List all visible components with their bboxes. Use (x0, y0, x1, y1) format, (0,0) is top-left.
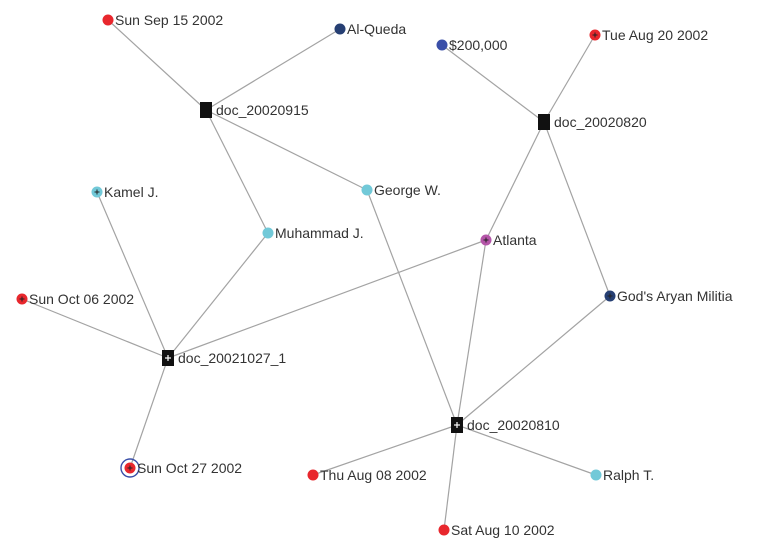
edge-doc_20021027_1-sun_oct_06 (21, 298, 169, 359)
node-ralph[interactable]: Ralph T. (590, 467, 655, 483)
node-sun_oct_06[interactable]: Sun Oct 06 2002 (16, 291, 135, 307)
node-sat_aug_10[interactable]: Sat Aug 10 2002 (438, 522, 555, 538)
edge-doc_20020820-atlanta (485, 121, 545, 241)
node-label: doc_20020810 (467, 417, 560, 433)
node-label: doc_20020915 (216, 102, 309, 118)
edge-doc_20020820-tue_aug_20 (543, 34, 596, 123)
node-label: doc_20020820 (554, 114, 647, 130)
node-kamel[interactable]: Kamel J. (91, 184, 159, 200)
edge-doc_20020820-amount_200k (441, 44, 545, 123)
document-marker-icon[interactable] (538, 114, 550, 130)
node-al_queda[interactable]: Al-Queda (334, 21, 407, 37)
node-label: Atlanta (493, 232, 537, 248)
node-muhammad[interactable]: Muhammad J. (262, 225, 364, 241)
node-label: Ralph T. (603, 467, 654, 483)
node-doc_20020810[interactable]: doc_20020810 (451, 417, 560, 433)
node-atlanta[interactable]: Atlanta (480, 232, 537, 248)
node-tue_aug_20[interactable]: Tue Aug 20 2002 (589, 27, 709, 43)
node-gods_aryan[interactable]: God's Aryan Militia (604, 288, 733, 304)
person-dot-icon[interactable] (262, 227, 274, 239)
node-label: Al-Queda (347, 21, 406, 37)
node-doc_20021027_1[interactable]: doc_20021027_1 (162, 350, 286, 366)
edge-doc_20020810-sat_aug_10 (443, 424, 458, 531)
node-label: George W. (374, 182, 441, 198)
edge-doc_20020810-george (366, 189, 458, 426)
node-label: Kamel J. (104, 184, 158, 200)
edge-doc_20020810-gods_aryan (456, 295, 611, 426)
person-dot-icon[interactable] (590, 469, 602, 481)
edge-doc_20021027_1-muhammad (167, 232, 269, 359)
date-dot-icon[interactable] (102, 14, 114, 26)
edge-doc_20020810-ralph (456, 424, 597, 476)
node-label: Sun Oct 06 2002 (29, 291, 134, 307)
edge-doc_20021027_1-kamel (96, 191, 169, 359)
edge-doc_20020915-george (205, 109, 368, 191)
edge-doc_20021027_1-atlanta (167, 239, 487, 359)
node-label: $200,000 (449, 37, 508, 53)
node-label: Sun Sep 15 2002 (115, 12, 223, 28)
edge-doc_20020810-thu_aug_08 (312, 424, 458, 476)
edges-layer (21, 19, 611, 531)
node-sun_oct_27[interactable]: Sun Oct 27 2002 (120, 458, 242, 478)
money-dot-icon[interactable] (436, 39, 448, 51)
node-label: Sun Oct 27 2002 (137, 460, 242, 476)
date-dot-icon[interactable] (307, 469, 319, 481)
person-dot-icon[interactable] (361, 184, 373, 196)
selection-ring-icon (120, 458, 140, 478)
node-label: Thu Aug 08 2002 (320, 467, 427, 483)
edge-doc_20021027_1-sun_oct_27 (129, 357, 169, 469)
node-label: doc_20021027_1 (178, 350, 286, 366)
node-sun_sep_15[interactable]: Sun Sep 15 2002 (102, 12, 224, 28)
edge-doc_20020915-sun_sep_15 (107, 19, 207, 111)
node-doc_20020820[interactable]: doc_20020820 (538, 114, 647, 130)
node-label: God's Aryan Militia (617, 288, 733, 304)
date-dot-icon[interactable] (438, 524, 450, 536)
node-label: Muhammad J. (275, 225, 364, 241)
organization-dot-icon[interactable] (334, 23, 346, 35)
document-marker-icon[interactable] (200, 102, 212, 118)
edge-doc_20020915-muhammad (205, 109, 269, 234)
node-label: Sat Aug 10 2002 (451, 522, 555, 538)
node-thu_aug_08[interactable]: Thu Aug 08 2002 (307, 467, 427, 483)
node-label: Tue Aug 20 2002 (602, 27, 708, 43)
edge-doc_20020810-atlanta (456, 239, 487, 426)
edge-doc_20020915-al_queda (205, 28, 341, 111)
node-doc_20020915[interactable]: doc_20020915 (200, 102, 309, 118)
node-amount_200k[interactable]: $200,000 (436, 37, 508, 53)
edge-doc_20020820-gods_aryan (543, 121, 611, 297)
node-george[interactable]: George W. (361, 182, 441, 198)
